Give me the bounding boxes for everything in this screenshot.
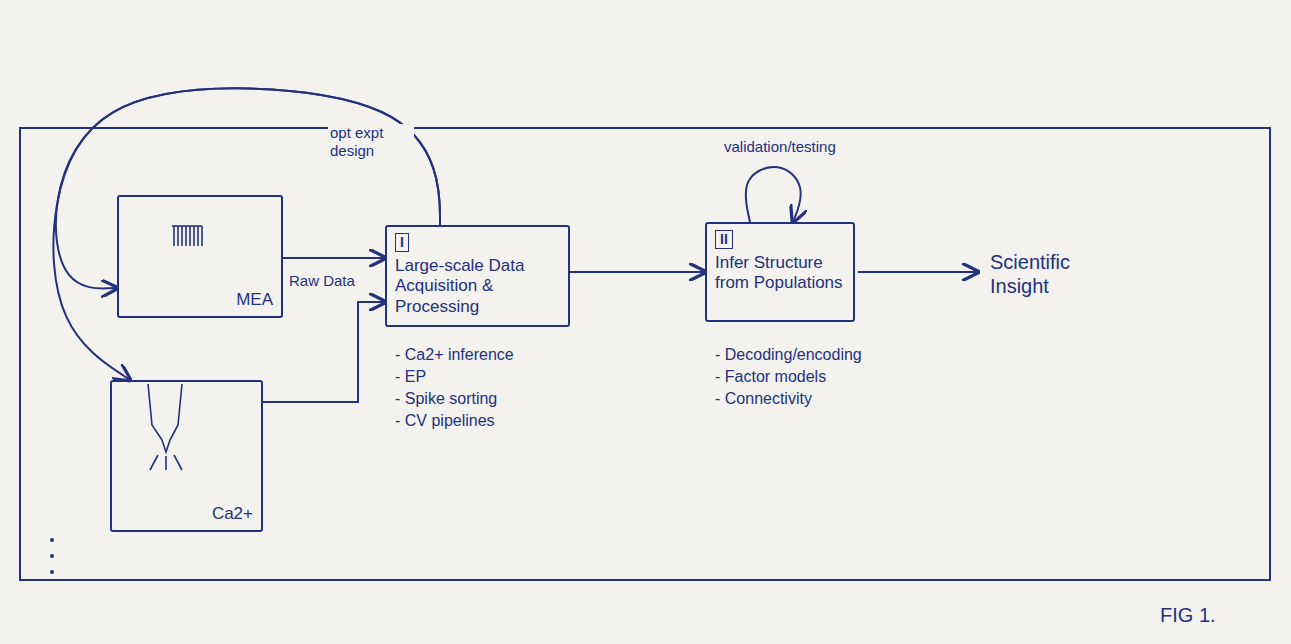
connector-label: Raw Data [287,272,357,290]
stage-title: Large-scale Data Acquisition & Processin… [395,256,560,317]
stage-box: II Infer Structure from Populations [705,222,855,322]
list-item: - Connectivity [715,389,812,408]
connector-label: opt expt design [328,124,414,160]
figure-frame [20,128,1270,580]
continuation-dots [50,538,54,574]
microscope-sketch [148,384,182,470]
output-arrow [858,271,978,273]
electrode-array-icon [172,226,202,246]
flow-arrow [56,88,440,288]
stage-box: I Large-scale Data Acquisition & Processi… [385,225,570,327]
list-item: - Decoding/encoding [715,345,862,364]
flow-arrow [746,167,801,222]
figure-number: FIG 1. [1160,603,1216,627]
recording-box: Ca2+ [110,380,263,532]
list-item: - Spike sorting [395,389,497,408]
outcome-label: Scientific Insight [990,250,1100,298]
stage-number: II [715,230,733,249]
recording-box: MEA [117,195,283,318]
stage-title: Infer Structure from Populations [715,253,845,294]
flow-arrow [283,257,385,259]
list-item: - EP [395,367,426,386]
box-label: Ca2+ [212,504,253,524]
list-item: - CV pipelines [395,411,495,430]
connector-label: validation/testing [722,138,838,156]
list-item: - Factor models [715,367,826,386]
box-label: MEA [236,290,273,310]
flow-arrow [53,88,440,380]
list-item: - Ca2+ inference [395,345,514,364]
stage-number: I [395,233,409,252]
flow-arrow [570,271,705,273]
